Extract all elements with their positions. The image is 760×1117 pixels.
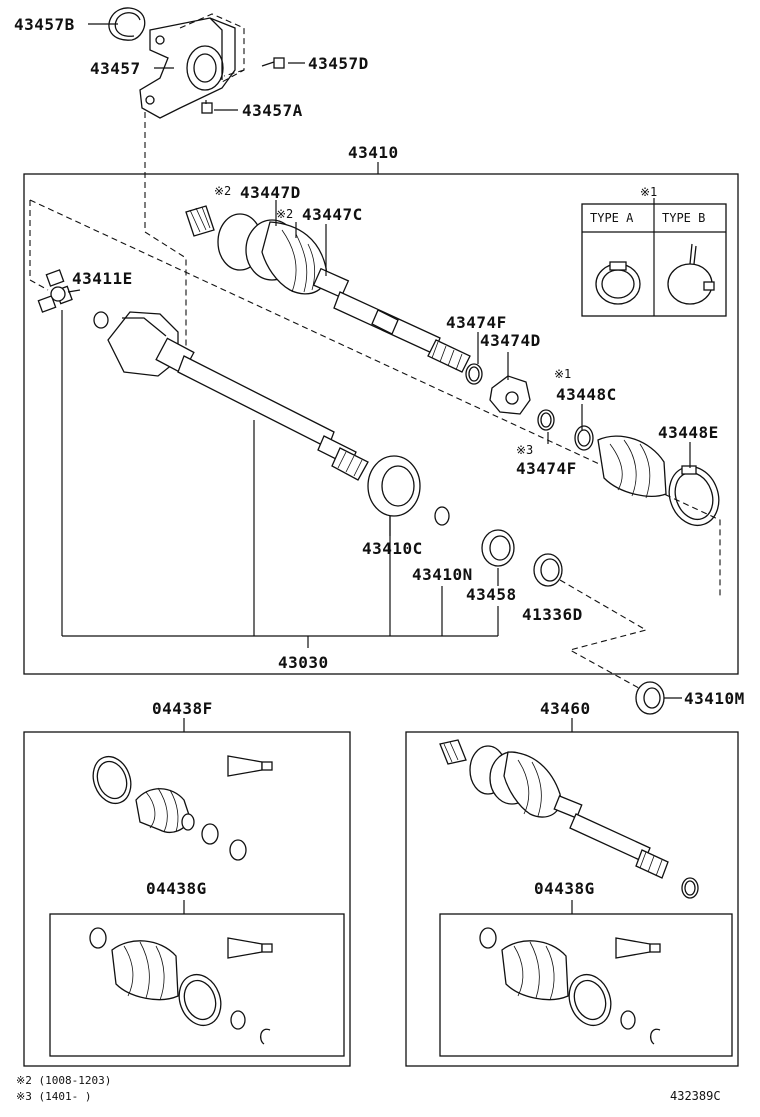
type-inset-box: TYPE A TYPE B: [581, 203, 727, 317]
boot-kit-04438G-right-drawing: [479, 927, 661, 1045]
bearing-seal-drawing: [367, 455, 563, 587]
mark-2-a: ※2: [214, 184, 231, 198]
footnote-2: ※2 (1008-1203): [16, 1074, 111, 1087]
assembly-43410-frame: [23, 173, 739, 675]
mark-1-c: ※1: [554, 367, 571, 381]
label-43474D: 43474D: [480, 331, 541, 350]
label-43457D: 43457D: [308, 54, 369, 73]
label-04438G-left: 04438G: [146, 879, 207, 898]
label-43447C: 43447C: [302, 205, 363, 224]
shaft-assembly-43460-drawing: [439, 739, 699, 899]
leader-43030: [61, 310, 499, 648]
type-a-label: TYPE A: [590, 211, 634, 225]
snap-ring-drawing: [93, 311, 109, 329]
label-43458: 43458: [466, 585, 517, 604]
inboard-joint-shaft-drawing: [107, 311, 369, 481]
label-04438F: 04438F: [152, 699, 213, 718]
kit-04438F-frame: [23, 731, 351, 1067]
bolt-43457D: [261, 57, 285, 69]
joint-parts-drawing: [465, 363, 720, 527]
mark-2-b: ※2: [276, 207, 293, 221]
bolt-43457A: [201, 100, 213, 114]
label-43457A: 43457A: [242, 101, 303, 120]
mark-3: ※3: [516, 443, 533, 457]
label-43474F-a: 43474F: [446, 313, 507, 332]
label-43410N: 43410N: [412, 565, 473, 584]
label-41336D: 41336D: [522, 605, 583, 624]
label-43448E: 43448E: [658, 423, 719, 442]
label-43447D: 43447D: [240, 183, 301, 202]
boot-kit-04438G-left-drawing: [89, 927, 273, 1045]
label-43474F-b: 43474F: [516, 459, 577, 478]
boot-kit-04438F-drawing: [92, 755, 273, 861]
bearing-bracket-drawing: [139, 17, 236, 119]
label-04438G-right: 04438G: [534, 879, 595, 898]
label-43460: 43460: [540, 699, 591, 718]
label-43030: 43030: [278, 653, 329, 672]
snap-ring-43457B: [108, 7, 146, 41]
label-43448C: 43448C: [556, 385, 617, 404]
label-43411E: 43411E: [72, 269, 133, 288]
tripod-joint-drawing: [37, 269, 73, 313]
footnote-3: ※3 (1401- ): [16, 1090, 91, 1103]
kit-04438G-left-frame: [49, 913, 345, 1057]
label-43410C: 43410C: [362, 539, 423, 558]
label-43457: 43457: [90, 59, 141, 78]
label-43410M: 43410M: [684, 689, 745, 708]
outboard-joint-drawing: [185, 205, 471, 373]
seal-43410M-drawing: [635, 681, 665, 715]
type-b-label: TYPE B: [662, 211, 705, 225]
label-43457B: 43457B: [14, 15, 75, 34]
kit-43460-frame: [405, 731, 739, 1067]
kit-04438G-right-frame: [439, 913, 733, 1057]
figure-id: 432389C: [670, 1089, 721, 1103]
label-43410: 43410: [348, 143, 399, 162]
mark-1-box: ※1: [640, 185, 657, 199]
